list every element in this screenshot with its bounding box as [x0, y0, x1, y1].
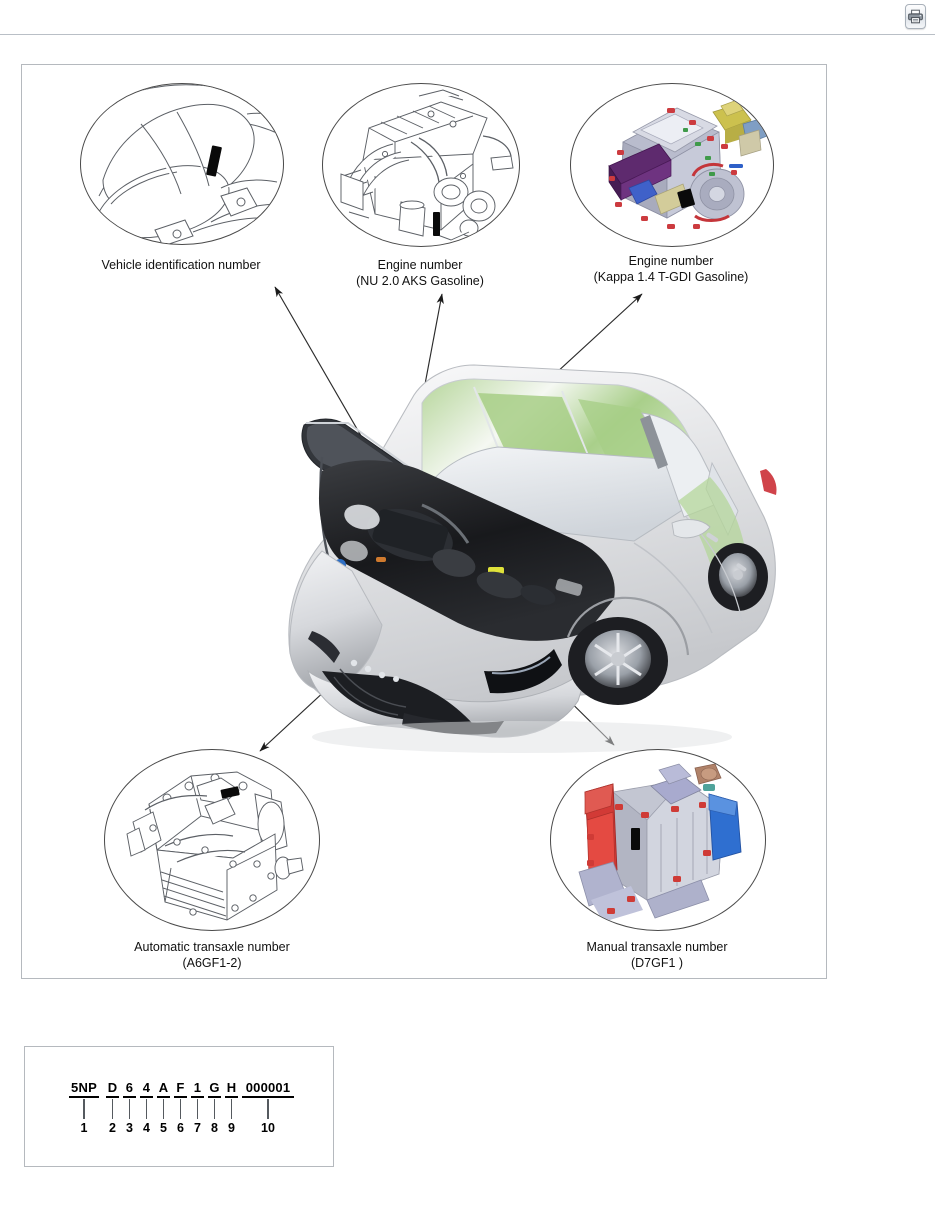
- vin-character: A: [157, 1080, 170, 1098]
- callout-caption-engine-kappa: Engine number (Kappa 1.4 T-GDI Gasoline): [560, 253, 782, 285]
- vin-character: 000001: [242, 1080, 294, 1098]
- vin-tick-line: [196, 1099, 199, 1119]
- vehicle-seat-line-drawing-bubble: [80, 83, 284, 245]
- caption-line-1: Automatic transaxle number: [134, 940, 290, 954]
- manual-transaxle-cad-render-bubble: [550, 749, 766, 931]
- vin-character: G: [208, 1080, 221, 1098]
- vin-position-number: 10: [261, 1121, 275, 1135]
- vin-tick-line: [162, 1099, 165, 1119]
- vin-character: H: [225, 1080, 238, 1098]
- engine-line-drawing: [340, 89, 514, 241]
- vin-tick-line: [111, 1099, 114, 1119]
- vin-position-number: 8: [211, 1121, 218, 1135]
- engine-cad-render-bubble: [570, 83, 774, 247]
- manual-transaxle-cad-render: [578, 763, 742, 922]
- caption-line-2: (Kappa 1.4 T-GDI Gasoline): [593, 270, 749, 284]
- engine-line-drawing-bubble: [322, 83, 520, 247]
- engine-cad-render: [608, 99, 768, 229]
- caption-line-1: Engine number: [377, 258, 463, 272]
- vin-position-number: 2: [109, 1121, 116, 1135]
- callout-caption-manual-transaxle: Manual transaxle number (D7GF1 ): [546, 939, 768, 971]
- callout-caption-engine-nu: Engine number (NU 2.0 AKS Gasoline): [322, 257, 518, 289]
- vin-position-number: 6: [177, 1121, 184, 1135]
- caption-line-2: (D7GF1 ): [630, 956, 684, 970]
- vin-character: 1: [191, 1080, 204, 1098]
- vin-position-number: 3: [126, 1121, 133, 1135]
- identification-illustration-panel: Vehicle identification number: [21, 64, 827, 979]
- vin-position-number: 7: [194, 1121, 201, 1135]
- automatic-transaxle-line-drawing-bubble: [104, 749, 320, 931]
- vin-tick-line: [83, 1099, 85, 1119]
- callout-caption-vin: Vehicle identification number: [40, 257, 322, 273]
- print-button[interactable]: [905, 4, 926, 29]
- vin-character: 6: [123, 1080, 136, 1098]
- vin-character: D: [106, 1080, 119, 1098]
- vin-position-number: 5: [160, 1121, 167, 1135]
- caption-line-1: Vehicle identification number: [101, 258, 261, 272]
- vin-tick-line: [267, 1099, 269, 1119]
- automatic-transaxle-line-drawing: [126, 771, 304, 921]
- caption-line-2: (A6GF1-2): [182, 956, 242, 970]
- vehicle-seat-line-drawing: [81, 84, 283, 244]
- vin-tick-line: [145, 1099, 148, 1119]
- vin-character: 5NP: [69, 1080, 99, 1098]
- top-toolbar: [0, 0, 935, 35]
- vin-tick-line: [213, 1099, 216, 1119]
- vin-position-number: 1: [80, 1121, 88, 1135]
- vin-position-number: 9: [228, 1121, 235, 1135]
- vin-character: F: [174, 1080, 187, 1098]
- vin-tick-line: [179, 1099, 182, 1119]
- caption-line-2: (NU 2.0 AKS Gasoline): [356, 274, 484, 288]
- vin-tick-line: [128, 1099, 131, 1119]
- caption-line-1: Engine number: [628, 254, 714, 268]
- caption-line-1: Manual transaxle number: [586, 940, 728, 954]
- vin-tick-line: [230, 1099, 233, 1119]
- vin-character: 4: [140, 1080, 153, 1098]
- vin-position-number: 4: [143, 1121, 150, 1135]
- callout-caption-automatic-transaxle: Automatic transaxle number (A6GF1-2): [98, 939, 326, 971]
